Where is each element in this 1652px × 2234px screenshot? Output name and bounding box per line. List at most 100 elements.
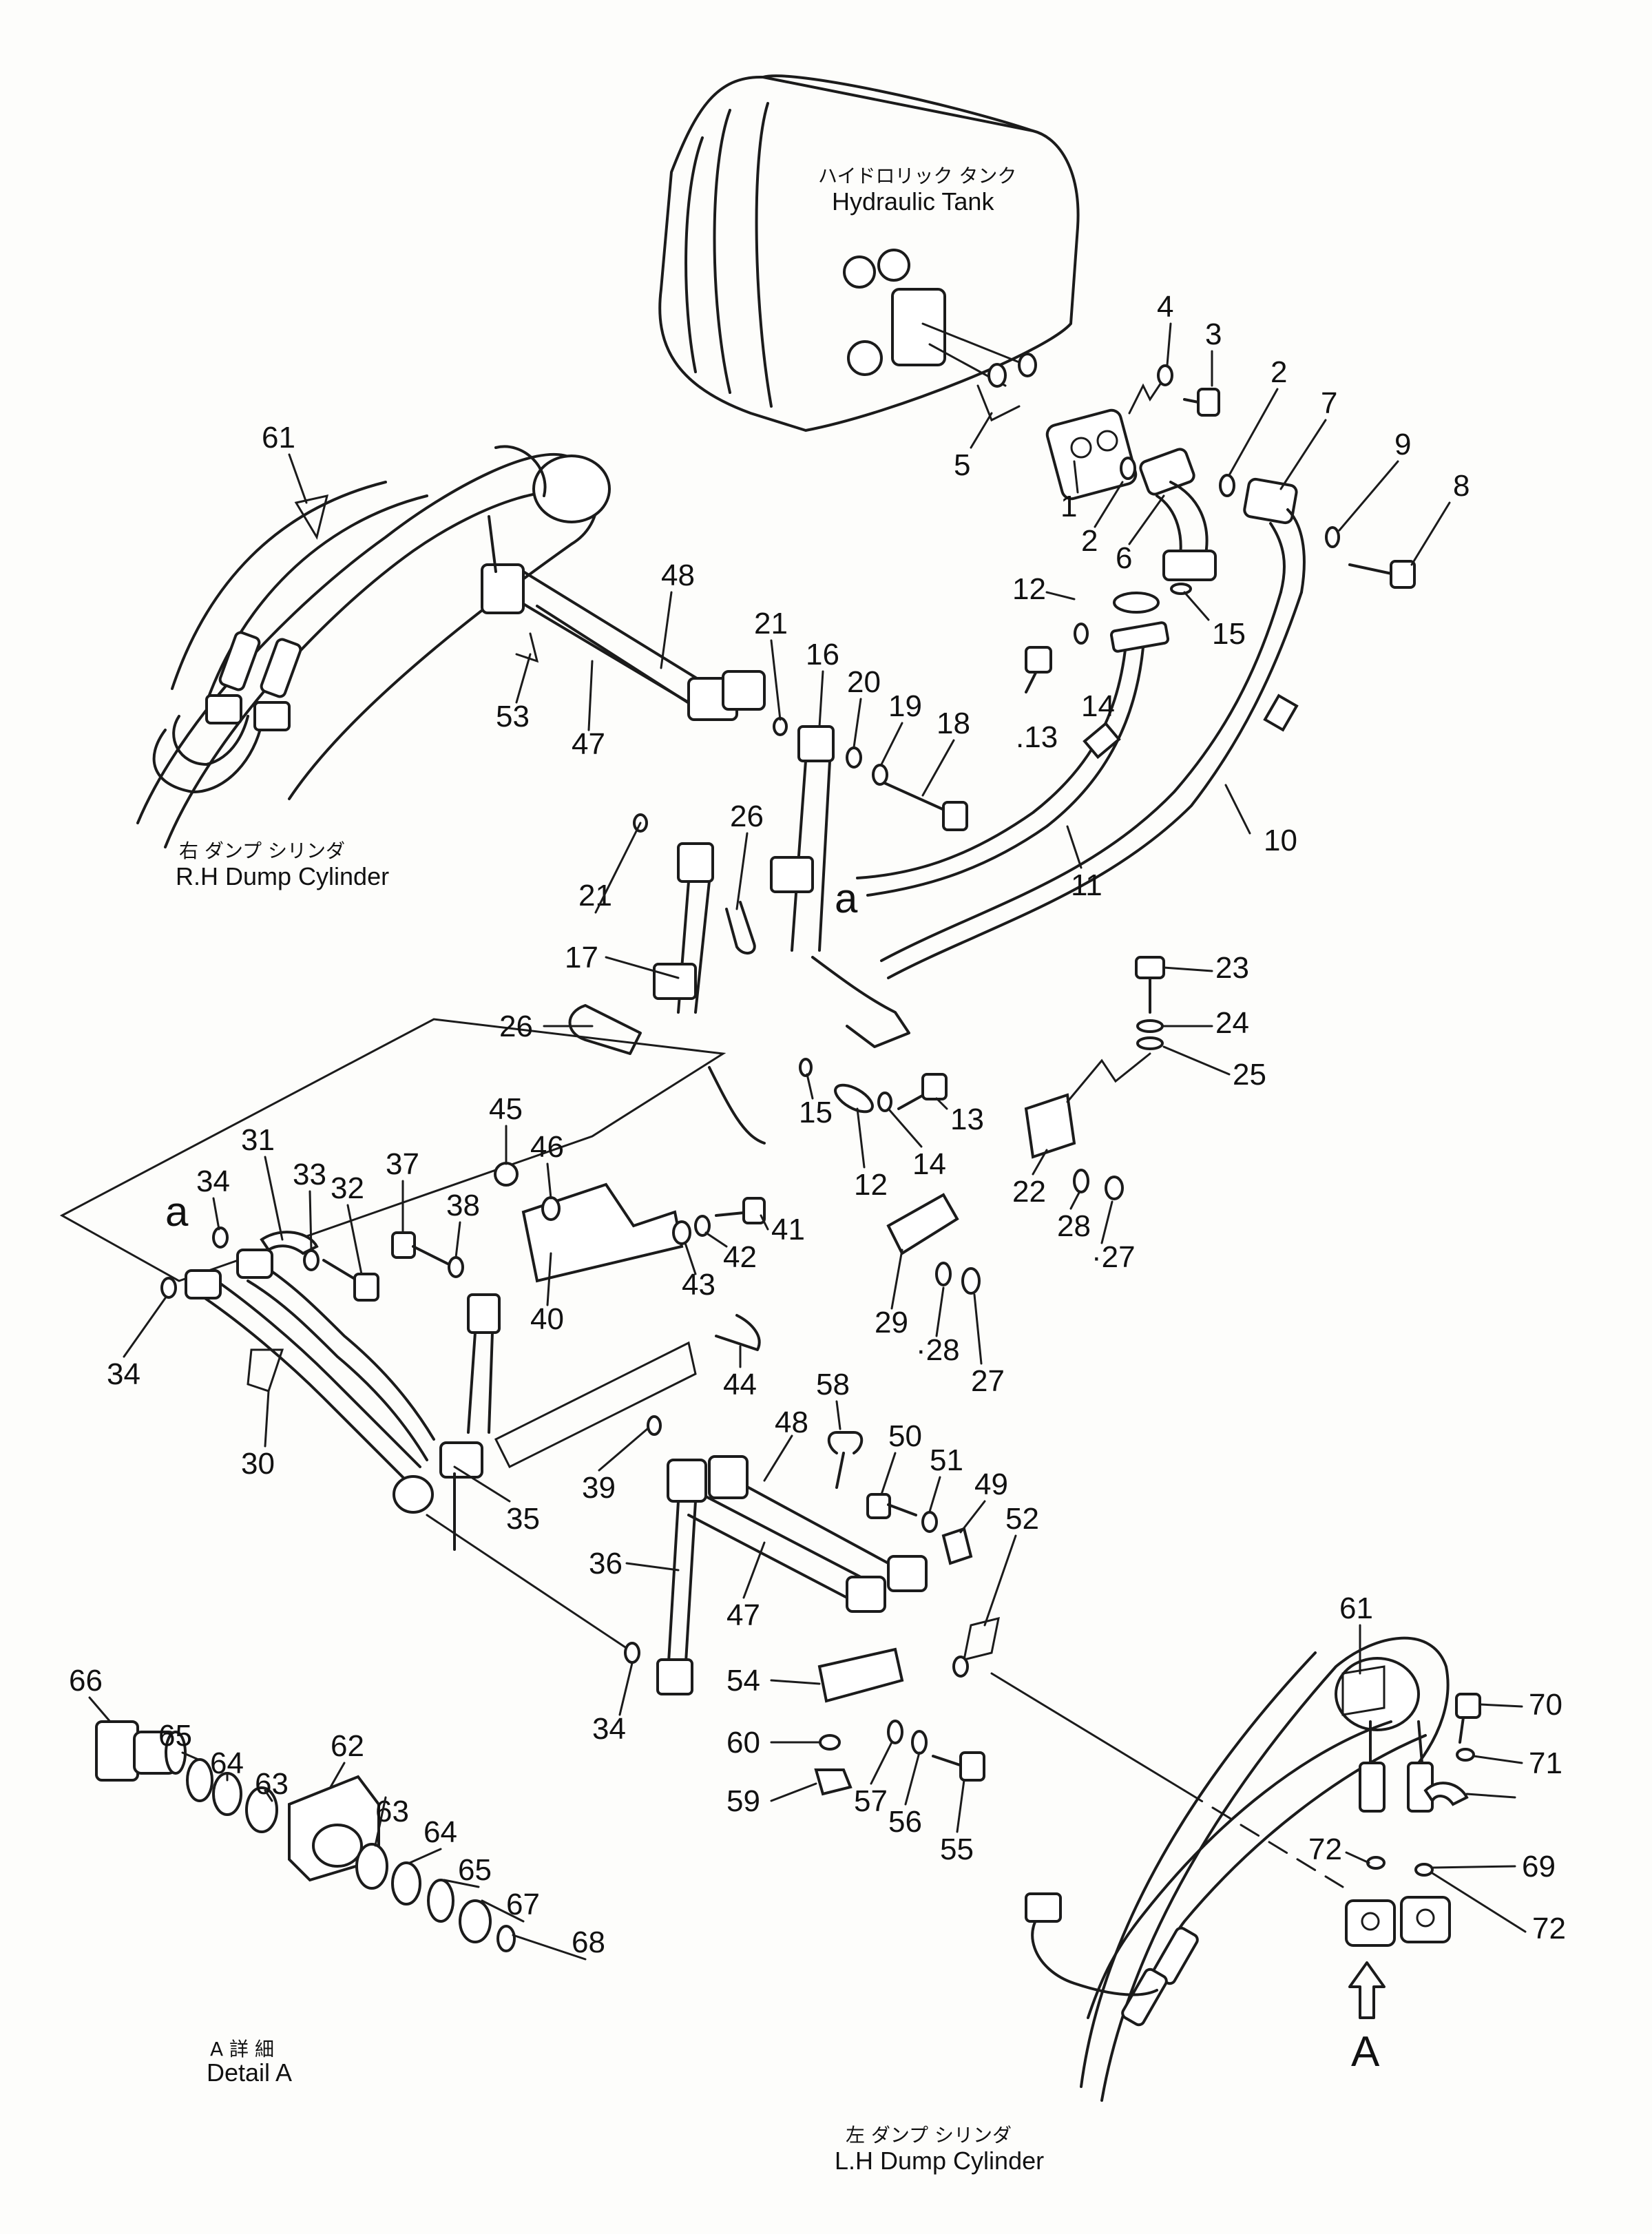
o-ring-72b: [1414, 1863, 1434, 1877]
o-ring-4: [1157, 364, 1173, 386]
part-number: 41: [771, 1213, 805, 1246]
part-number: 10: [1264, 824, 1297, 857]
tank-label-en: Hydraulic Tank: [832, 187, 994, 216]
part-number: 1: [1060, 490, 1077, 523]
part-number: ·27: [1091, 1240, 1136, 1274]
view-label-A: A: [1351, 2028, 1380, 2076]
clip-69: [1423, 1782, 1469, 1806]
hose-lower-17: [708, 1066, 766, 1145]
snap-ring-65b: [427, 1879, 454, 1923]
view-arrow-A: [1348, 1961, 1386, 2019]
nut-59: [814, 1768, 853, 1796]
part-number: 72: [1308, 1833, 1342, 1866]
part-number: 3: [1205, 317, 1222, 351]
part-number: 61: [1339, 1591, 1373, 1625]
part-number: 37: [386, 1147, 419, 1181]
washer-57: [887, 1720, 903, 1744]
o-ring-21a: [773, 717, 788, 736]
nut-27a: [1105, 1176, 1124, 1200]
callout-leader-lines: [88, 322, 1527, 1961]
part-number: 30: [241, 1447, 275, 1481]
part-number: 40: [530, 1302, 564, 1336]
part-number: 14: [912, 1147, 946, 1181]
part-number: .13: [1016, 720, 1058, 754]
hose-lower-junction: [811, 956, 910, 1048]
flange-half-12a: [1113, 592, 1160, 614]
part-number: 57: [854, 1784, 888, 1818]
part-number: 42: [723, 1240, 757, 1274]
bolt-13a: [1025, 646, 1052, 693]
part-number: 33: [293, 1158, 326, 1191]
part-number: 62: [331, 1729, 364, 1763]
rh-dump-cylinder: [136, 445, 611, 848]
part-number: 61: [262, 421, 295, 455]
part-number: 28: [1057, 1209, 1091, 1243]
bracket-22-leader: [1066, 1052, 1151, 1103]
part-number: 38: [446, 1189, 480, 1222]
plate-29: [886, 1193, 959, 1255]
part-number: 49: [974, 1468, 1008, 1501]
lock-washer-19: [872, 764, 888, 786]
elbow-7: [1243, 477, 1306, 594]
bolt-37: [391, 1231, 449, 1265]
bolt-8: [1348, 560, 1416, 589]
part-number: 23: [1215, 951, 1249, 985]
lock-washer-33: [303, 1249, 320, 1271]
o-ring-72a: [1366, 1856, 1386, 1870]
lock-washer-14a: [1074, 623, 1089, 645]
part-number: 34: [196, 1165, 230, 1198]
snap-ring-65a: [186, 1758, 213, 1802]
part-number: 70: [1529, 1688, 1562, 1722]
part-number: 11: [1071, 868, 1102, 902]
lh-dump-cylinder: [1025, 1636, 1450, 2102]
lock-washer-56: [911, 1730, 928, 1755]
part-number: 15: [1212, 617, 1246, 651]
backup-ring-64b: [391, 1861, 421, 1906]
lock-washer-51: [921, 1511, 938, 1533]
part-number: 21: [754, 607, 788, 640]
part-number: 32: [331, 1171, 364, 1205]
o-ring-2: [1120, 457, 1136, 480]
fitting-66: [95, 1720, 187, 1782]
part-number: 59: [726, 1784, 760, 1818]
part-number: 12: [854, 1168, 888, 1202]
lock-washer-42: [694, 1215, 711, 1237]
detail-a-label-en: Detail A: [207, 2058, 292, 2087]
washer-20: [846, 747, 862, 769]
rh-cylinder-label-en: R.H Dump Cylinder: [176, 862, 389, 890]
part-number: 58: [816, 1368, 850, 1401]
part-number: 66: [69, 1664, 103, 1698]
part-number: 19: [888, 689, 922, 723]
break-line: [1128, 377, 1165, 415]
o-ring-34c: [624, 1642, 640, 1664]
washer-43: [672, 1220, 691, 1245]
part-number: 64: [424, 1815, 457, 1849]
part-number: 18: [937, 707, 970, 740]
o-ring-tag-52: [963, 1616, 1000, 1662]
hose-10: [880, 591, 1303, 979]
assembly-outline-plate: [59, 1018, 726, 1282]
part-number: 26: [499, 1010, 533, 1043]
tube-assembly-lower-47-48: [667, 1455, 928, 1613]
o-ring-39: [647, 1415, 662, 1436]
part-number: 25: [1233, 1058, 1266, 1092]
u-bolt-26a: [725, 901, 756, 954]
part-number: 50: [888, 1419, 922, 1453]
part-number: 13: [950, 1103, 984, 1136]
part-number: 55: [940, 1833, 974, 1866]
o-ring-63a: [245, 1786, 278, 1833]
lock-washer-71: [1456, 1748, 1475, 1762]
elbow-fitting-A: [1345, 1896, 1451, 1947]
part-number: 60: [726, 1726, 760, 1760]
elbow-6: [1139, 448, 1217, 581]
ring-68: [496, 1925, 516, 1952]
bracket-54: [817, 1647, 904, 1703]
clamp-assembly-39: [467, 1293, 697, 1469]
part-number: 71: [1529, 1746, 1562, 1780]
detail-a-label-jp: A 詳 細: [210, 2038, 274, 2060]
clip-49: [941, 1527, 973, 1565]
rh-cylinder-label-jp: 右 ダンプ シリンダ: [179, 839, 345, 862]
part-number: 44: [723, 1368, 757, 1401]
part-number: 24: [1215, 1006, 1249, 1040]
